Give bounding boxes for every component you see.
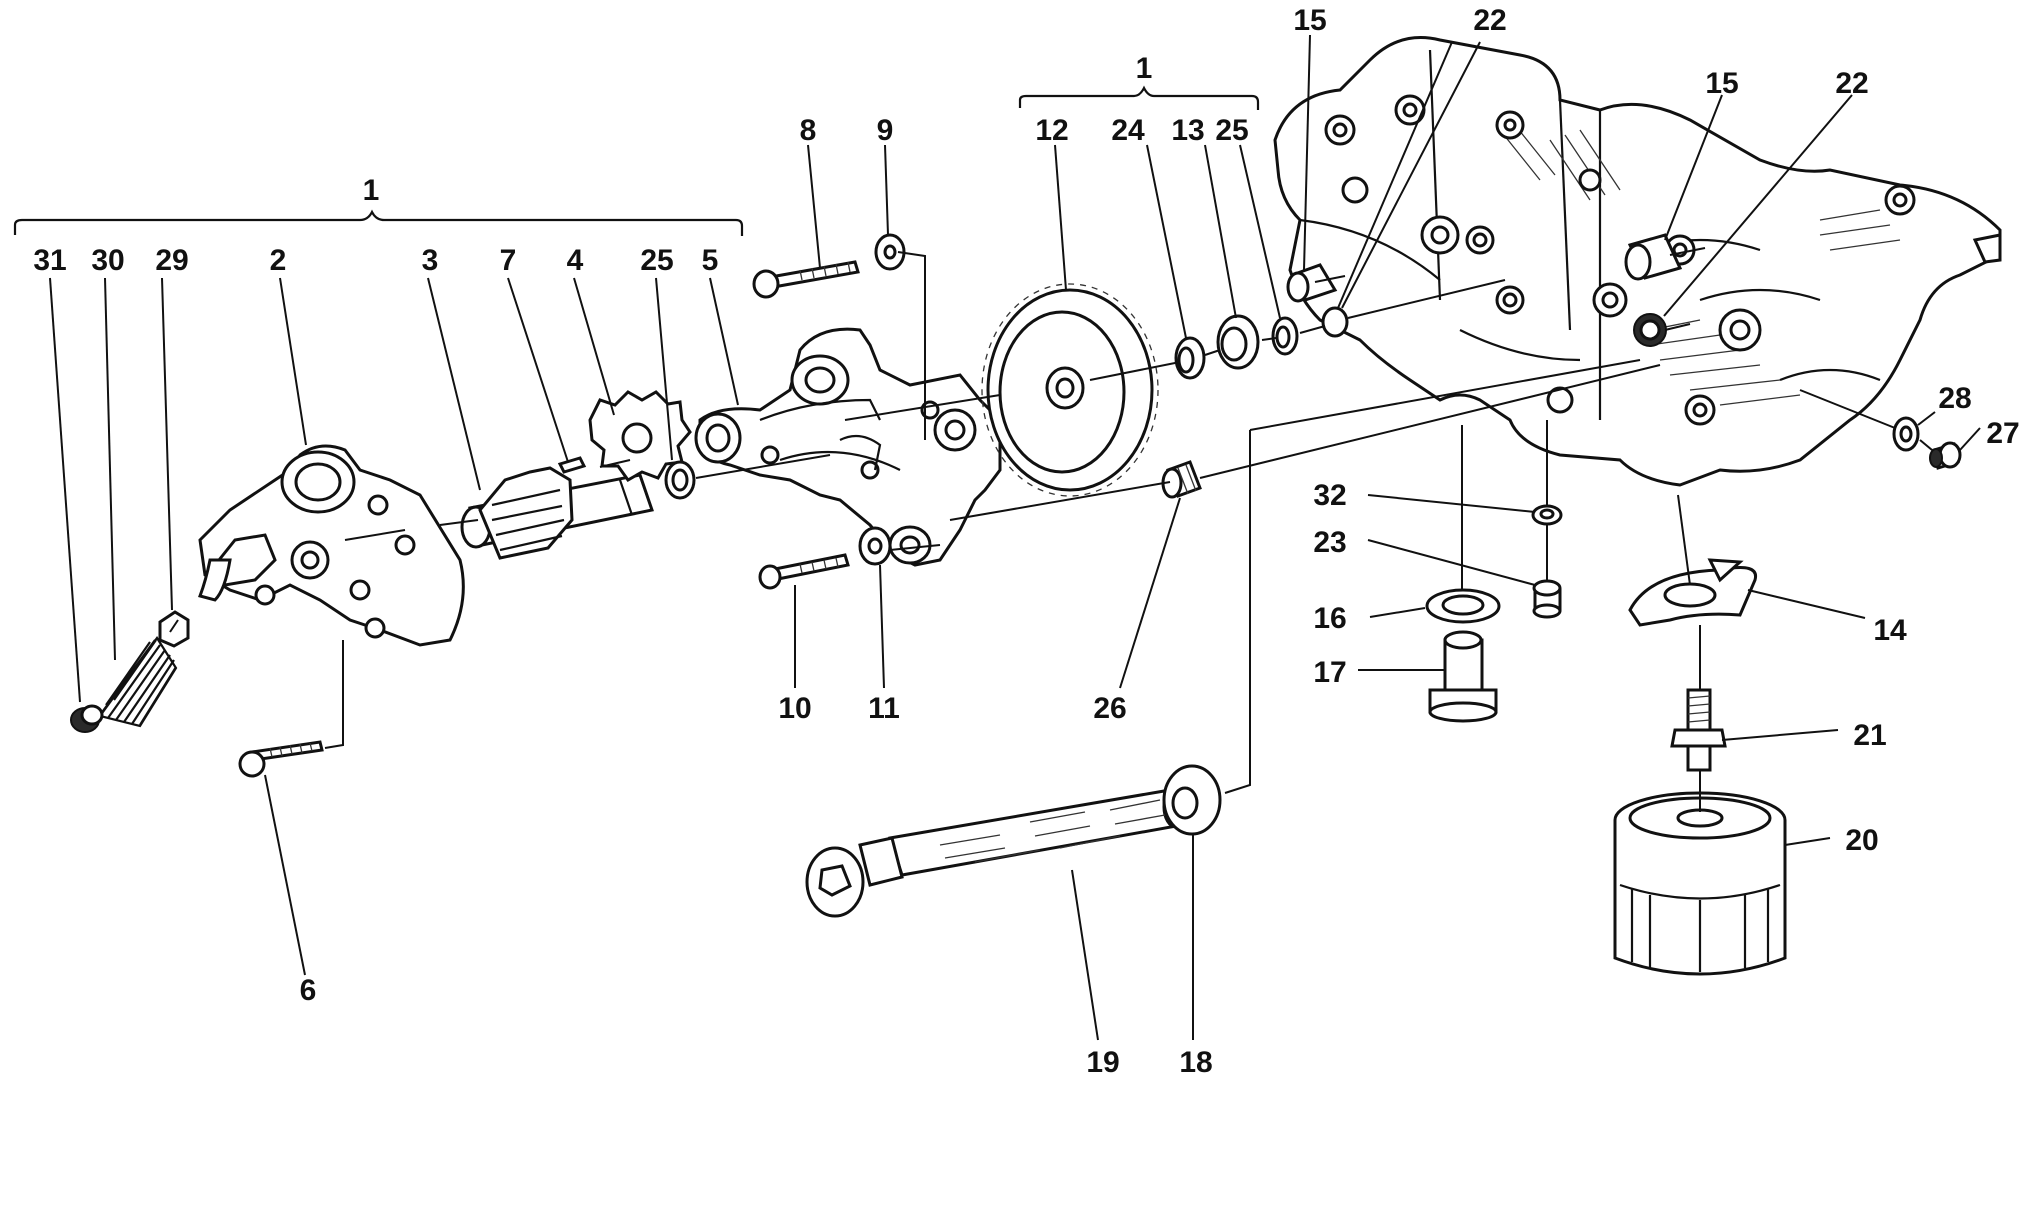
callout-25-left: 25 [640,244,673,277]
callout-16: 16 [1313,602,1346,635]
callout-8: 8 [800,114,817,147]
callout-24: 24 [1111,114,1145,147]
oil-filter-20 [1613,791,1787,976]
callout-1-left-group: 1 [363,174,380,207]
callout-28: 28 [1938,382,1971,415]
callout-13: 13 [1171,114,1204,147]
callout-1-right-group: 1 [1136,52,1153,85]
strainer-seal [1162,764,1222,836]
callout-27: 27 [1986,417,2019,450]
pump-body-screw-lower [758,553,850,590]
callout-10: 10 [778,692,811,725]
seal-25-right [1271,316,1299,356]
callout-22-right: 22 [1835,67,1868,100]
callout-5: 5 [702,244,719,277]
callout-11: 11 [868,692,900,725]
callout-25-right: 25 [1215,114,1248,147]
callout-2: 2 [270,244,287,277]
callout-19: 19 [1086,1046,1119,1079]
relief-valve-plunger [158,610,190,648]
drain-washer-16 [1425,588,1501,624]
callout-7: 7 [500,244,517,277]
callout-32: 32 [1313,479,1346,512]
callout-labels: 1 1 31 30 29 2 3 7 4 25 5 8 9 12 24 13 2… [33,4,2019,1079]
bushing-24 [1174,336,1206,380]
bushing-13 [1216,314,1260,370]
group-bracket-left [13,209,744,236]
filter-nipple-21 [1670,688,1727,772]
oil-strainer [805,785,1190,918]
callout-14: 14 [1873,614,1907,647]
assembly-lines [169,247,1933,812]
spacer-26 [1161,460,1202,499]
relief-valve-spring [98,636,178,728]
sealing-washer-32 [1531,504,1563,526]
leader-lines [49,34,1981,1041]
oil-pump-cover [198,444,465,647]
callout-3: 3 [422,244,439,277]
oil-pump-body [694,327,1002,567]
washer-upper [874,233,906,271]
callout-22-left: 22 [1473,4,1506,37]
callout-26: 26 [1093,692,1126,725]
pump-body-screw-upper [752,260,860,299]
plug-27 [1929,441,1962,470]
group-bracket-right [1018,85,1260,110]
washer-28 [1892,416,1920,452]
callout-21: 21 [1853,719,1886,752]
callout-4: 4 [567,244,584,277]
callout-12: 12 [1035,114,1068,147]
callout-30: 30 [91,244,124,277]
callout-9: 9 [877,114,894,147]
callout-6: 6 [300,974,317,1007]
pump-drive-shaft [460,466,654,560]
dowel-15-left [1286,263,1338,303]
callout-23: 23 [1313,526,1346,559]
callout-17: 17 [1313,656,1346,689]
callout-15-right: 15 [1705,67,1738,100]
callout-29: 29 [155,244,188,277]
drive-pin [557,456,587,474]
dowel-15-right [1624,233,1683,281]
callout-31: 31 [33,244,66,277]
washer-lower [858,526,892,566]
pump-cover-screw [238,740,324,778]
callout-20: 20 [1845,824,1878,857]
callout-15-left: 15 [1293,4,1326,37]
o-ring-22-left [1321,306,1349,338]
relief-valve-plug [70,704,104,733]
pump-drive-gear [981,283,1159,497]
drain-plug-17 [1428,630,1498,723]
pump-circlip [664,460,696,500]
baffle-plate-14 [1628,558,1758,627]
o-ring-22-right [1633,313,1667,347]
callout-18: 18 [1179,1046,1212,1079]
plug-23 [1532,579,1562,619]
